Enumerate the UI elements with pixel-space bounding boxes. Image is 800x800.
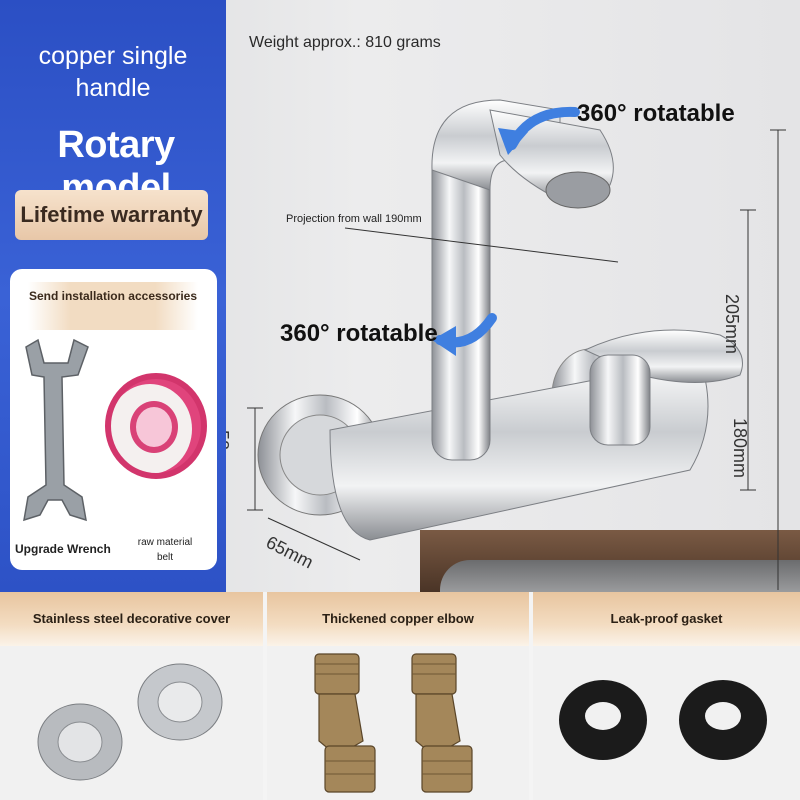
tape-icon [105,373,207,479]
projection-label: Projection from wall 190mm [286,213,422,225]
wrench-icon [23,338,89,522]
belt-label: raw material belt [137,537,193,563]
feature-label: Thickened copper elbow [322,611,474,626]
feature-label: Leak-proof gasket [610,611,723,626]
feature-image [533,646,800,800]
feature-header [0,592,263,646]
sink-edge [440,560,800,592]
dimension-180-label: 180mm [730,418,750,479]
decorative-cover-icon [37,663,223,781]
feature-gasket: Leak-proof gasket [533,592,800,800]
feature-decorative-cover: Stainless steel decorative cover [0,592,263,800]
feature-strip: Stainless steel decorative cover Thicken… [0,592,800,800]
rotatable-pipe-label: 360° rotatable [280,320,438,347]
feature-image [0,646,263,800]
accessories-tag: Send installation accessories [28,282,198,330]
faucet-image [247,99,786,590]
feature-header [533,592,800,646]
product-hero: Weight approx.: 810 grams 360° rotatable… [0,0,800,592]
dimension-205-label: 205mm [722,294,742,355]
product-subtitle: copper single handle [38,42,188,102]
feature-label: Stainless steel decorative cover [32,611,231,626]
feature-image [267,646,529,800]
warranty-badge: Lifetime warranty [15,190,208,240]
info-panel: copper single handle Rotary model Lifeti… [0,0,226,592]
feature-header [267,592,529,646]
feature-copper-elbow: Thickened copper elbow [267,592,529,800]
rotatable-spout-label: 360° rotatable [577,100,735,127]
accessories-card: Send installation accessories Upgrade Wr… [10,269,217,570]
copper-elbow-icon [314,653,473,793]
gasket-icon [559,680,767,760]
wrench-label: Upgrade Wrench [15,542,111,556]
weight-label: Weight approx.: 810 grams [249,34,441,51]
